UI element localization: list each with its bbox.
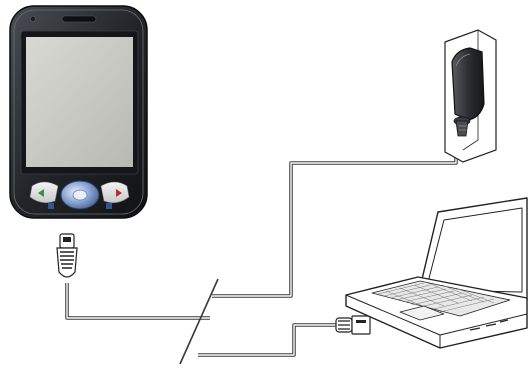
- indicator-led: [31, 17, 36, 22]
- end-key: [101, 182, 129, 203]
- laptop-computer: [346, 198, 527, 348]
- pda-device: [10, 6, 147, 218]
- nav-center-button: [73, 190, 87, 200]
- speaker-grille: [62, 16, 96, 22]
- mini-usb-plug: [57, 234, 77, 277]
- usb-a-plug: [336, 316, 370, 334]
- pda-screen: [26, 37, 133, 167]
- splitter-line: [180, 279, 218, 364]
- pda-cable: [67, 283, 210, 318]
- usb-cable: [198, 325, 336, 355]
